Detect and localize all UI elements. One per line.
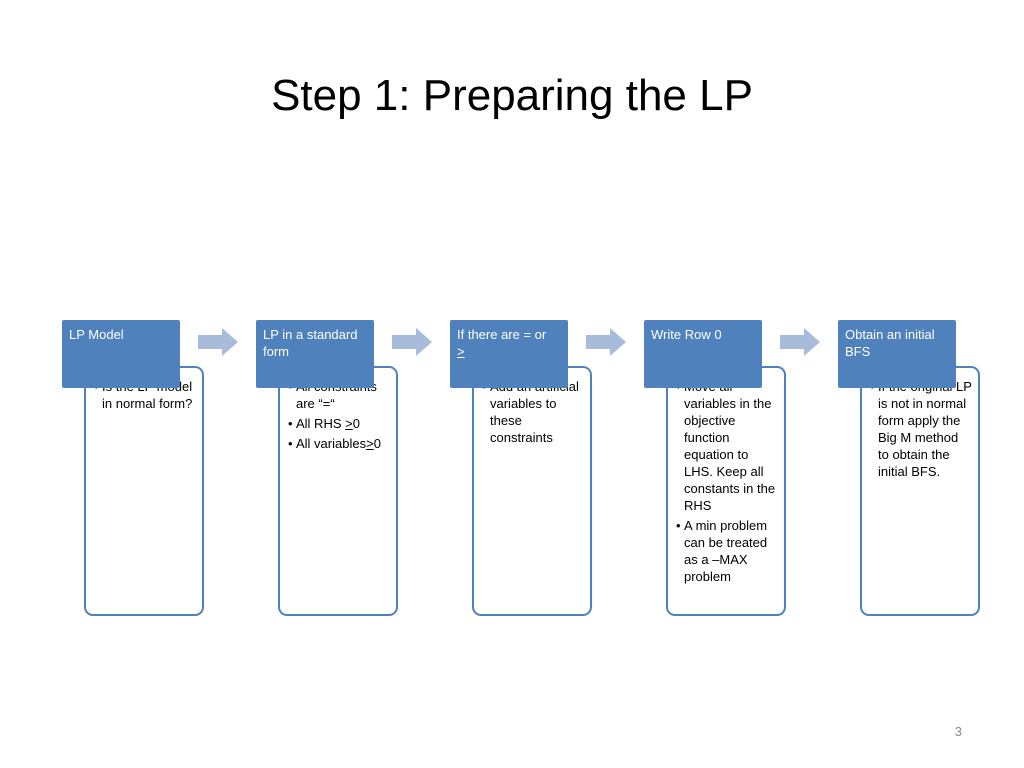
step-header: LP in a standard form xyxy=(256,320,374,388)
bullet-text: > xyxy=(366,436,374,451)
right-arrow-icon xyxy=(198,328,238,356)
step-body: •All constraints are “=“•All RHS >0•All … xyxy=(278,366,398,616)
step-header-symbol: > xyxy=(457,344,465,359)
page-number: 3 xyxy=(954,724,962,739)
bullet-text: All variables xyxy=(296,436,367,451)
bullet-item: •All variables>0 xyxy=(288,435,390,452)
bullet-text: All RHS xyxy=(296,416,346,431)
bullet-text: Add an artificial variables to these con… xyxy=(490,379,579,445)
bullet-text: A min problem can be treated as a –MAX p… xyxy=(684,518,768,584)
step-body: •Add an artificial variables to these co… xyxy=(472,366,592,616)
bullet-dot-icon: • xyxy=(288,436,293,451)
bullet-list: •Add an artificial variables to these co… xyxy=(482,378,584,446)
bullet-dot-icon: • xyxy=(676,518,681,533)
step-header: Write Row 0 xyxy=(644,320,762,388)
process-step: •Add an artificial variables to these co… xyxy=(450,320,630,620)
bullet-item: •If the original LP is not in normal for… xyxy=(870,378,972,480)
step-body: •If the original LP is not in normal for… xyxy=(860,366,980,616)
right-arrow-icon xyxy=(586,328,626,356)
step-body: •Is the LP model in normal form? xyxy=(84,366,204,616)
process-step: •If the original LP is not in normal for… xyxy=(838,320,1018,620)
process-step: •Is the LP model in normal form?LP Model xyxy=(62,320,242,620)
step-header: Obtain an initial BFS xyxy=(838,320,956,388)
bullet-item: •All RHS >0 xyxy=(288,415,390,432)
step-header: If there are = or> xyxy=(450,320,568,388)
right-arrow-icon xyxy=(392,328,432,356)
bullet-item: •Add an artificial variables to these co… xyxy=(482,378,584,446)
bullet-list: •Move all variables in the objective fun… xyxy=(676,378,778,585)
step-body: •Move all variables in the objective fun… xyxy=(666,366,786,616)
right-arrow-icon xyxy=(780,328,820,356)
slide-title: Step 1: Preparing the LP xyxy=(271,71,753,120)
bullet-text: If the original LP is not in normal form… xyxy=(878,379,972,479)
bullet-text: 0 xyxy=(352,416,360,431)
bullet-text: > xyxy=(345,416,353,431)
process-step: •All constraints are “=“•All RHS >0•All … xyxy=(256,320,436,620)
process-step: •Move all variables in the objective fun… xyxy=(644,320,824,620)
bullet-text: 0 xyxy=(373,436,381,451)
step-header: LP Model xyxy=(62,320,180,388)
bullet-dot-icon: • xyxy=(288,416,293,431)
bullet-list: •If the original LP is not in normal for… xyxy=(870,378,972,480)
bullet-item: •A min problem can be treated as a –MAX … xyxy=(676,517,778,585)
bullet-item: •Move all variables in the objective fun… xyxy=(676,378,778,514)
bullet-list: •All constraints are “=“•All RHS >0•All … xyxy=(288,378,390,452)
bullet-text: Move all variables in the objective func… xyxy=(684,379,776,513)
